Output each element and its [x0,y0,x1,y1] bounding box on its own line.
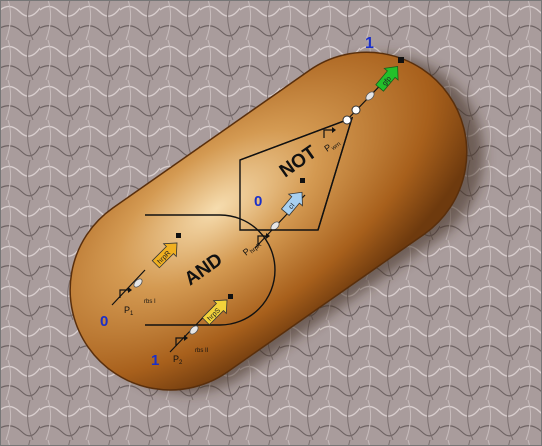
pwrn-promoter-label: Pwrn [322,136,342,155]
rbs1-label: rbs I [144,299,156,305]
pwrn-arrowhead [332,127,336,133]
p1-arrowhead [128,287,132,293]
not-gate-triangle [239,116,354,231]
p2-promoter-label: P2 [173,354,183,366]
phrpr-arrowhead [266,233,270,239]
input1-signal: 0 [100,313,108,330]
ci-gene-label: cI [288,202,297,211]
ci-terminator [300,178,305,183]
p1-promoter-label: P1 [124,305,134,317]
gfp-rbs-marker [365,91,375,101]
gfp-gene-label: gfp [381,75,393,87]
output-node-2 [351,105,361,115]
output-node-1 [342,115,352,125]
hrpr-terminator [176,233,181,238]
rbs2-marker [189,325,199,335]
bacterial-cell [69,51,468,391]
p2-arrowhead [184,335,188,341]
gfp-gene: gfp [375,66,399,92]
output-signal: 1 [365,35,374,52]
gfp-terminator [398,57,404,63]
hrps-terminator [228,294,233,299]
p2-promoter-arrow [175,337,184,346]
p1-promoter-arrow [119,289,128,298]
pwrn-promoter-arrow [323,129,332,138]
input2-signal: 1 [151,352,159,369]
rbs1-marker [133,278,143,288]
intermediate-signal: 0 [254,193,262,210]
rbs2-label: rbs II [195,348,209,354]
phrpr-promoter-arrow [257,235,266,244]
ci-gene: cI [280,191,303,216]
